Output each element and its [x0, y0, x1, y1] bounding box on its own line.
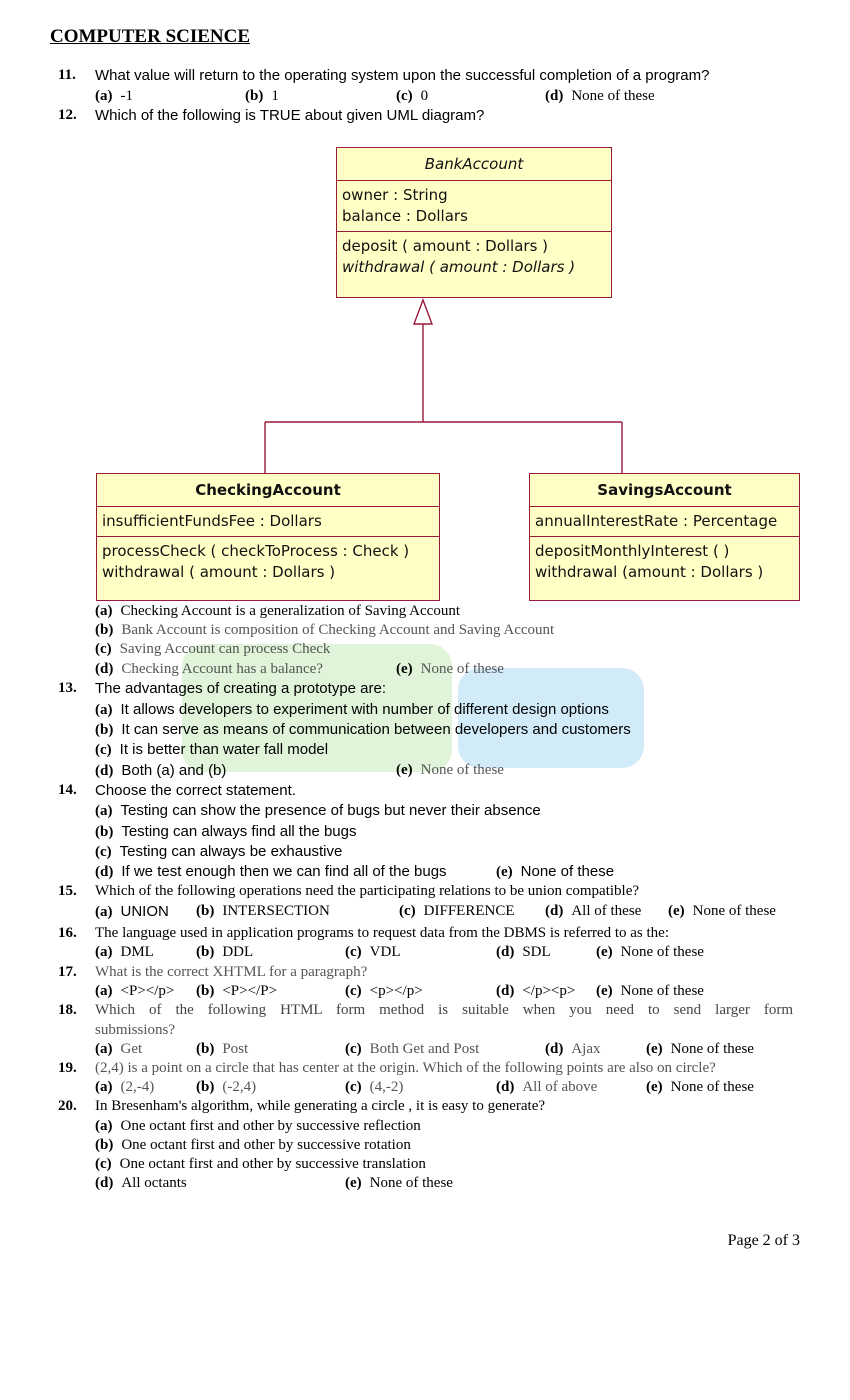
q13-option-a[interactable]: (a)It allows developers to experiment wi… — [95, 701, 609, 718]
savingsaccount-method-withdrawal: withdrawal (amount : Dollars ) — [535, 563, 764, 581]
q13-option-e[interactable]: (e)None of these — [396, 762, 504, 778]
q16-option-d[interactable]: (d)SDL — [496, 944, 551, 960]
q15-number: 15. — [58, 883, 77, 899]
bankaccount-method-deposit: deposit ( amount : Dollars ) — [342, 237, 549, 255]
uml-class-savingsaccount: SavingsAccount annualInterestRate : Perc… — [529, 473, 800, 601]
q19-option-d[interactable]: (d)All of above — [496, 1079, 598, 1095]
savingsaccount-attributes: annualInterestRate : Percentage — [530, 506, 799, 536]
checkingaccount-attr-fee: insufficientFundsFee : Dollars — [102, 512, 322, 530]
q14-option-b[interactable]: (b)Testing can always find all the bugs — [95, 823, 357, 840]
q20-option-d[interactable]: (d)All octants — [95, 1175, 187, 1191]
bankaccount-attr-balance: balance : Dollars — [342, 207, 468, 225]
q12-option-e[interactable]: (e)None of these — [396, 661, 504, 677]
q19-option-e[interactable]: (e)None of these — [646, 1079, 754, 1095]
q13-number: 13. — [58, 680, 77, 696]
q11-option-b[interactable]: (b)1 — [245, 88, 279, 104]
q14-option-c[interactable]: (c)Testing can always be exhaustive — [95, 843, 343, 860]
q12-option-d[interactable]: (d)Checking Account has a balance? — [95, 661, 323, 677]
q11-option-a[interactable]: (a)-1 — [95, 88, 133, 104]
q13-option-d[interactable]: (d)Both (a) and (b) — [95, 762, 227, 779]
q13-option-b[interactable]: (b)It can serve as means of communicatio… — [95, 721, 631, 738]
q18-number: 18. — [58, 1002, 77, 1018]
q20-option-e[interactable]: (e)None of these — [345, 1175, 453, 1191]
q11-option-c[interactable]: (c)0 — [396, 88, 429, 104]
q11-text: What value will return to the operating … — [95, 67, 710, 84]
bankaccount-method-withdrawal: withdrawal ( amount : Dollars ) — [342, 258, 576, 276]
savingsaccount-methods: depositMonthlyInterest ( ) withdrawal (a… — [530, 536, 799, 587]
q13-text: The advantages of creating a prototype a… — [95, 680, 387, 697]
q17-option-b[interactable]: (b)<P></P> — [196, 983, 278, 999]
q12-option-c[interactable]: (c)Saving Account can process Check — [95, 641, 331, 657]
q17-option-a[interactable]: (a)<P></p> — [95, 983, 175, 999]
q11-number: 11. — [58, 67, 76, 83]
q13-option-c[interactable]: (c)It is better than water fall model — [95, 741, 329, 758]
watermark-blue-block — [458, 668, 644, 768]
inheritance-arrowhead — [412, 298, 434, 325]
q12-text: Which of the following is TRUE about giv… — [95, 107, 485, 124]
q16-option-b[interactable]: (b)DDL — [196, 944, 254, 960]
q20-option-c[interactable]: (c)One octant first and other by success… — [95, 1156, 426, 1172]
q16-option-e[interactable]: (e)None of these — [596, 944, 704, 960]
q17-number: 17. — [58, 964, 77, 980]
q11-option-d[interactable]: (d)None of these — [545, 88, 655, 104]
checkingaccount-method-withdrawal: withdrawal ( amount : Dollars ) — [102, 563, 336, 581]
q16-option-c[interactable]: (c)VDL — [345, 944, 401, 960]
uml-class-checkingaccount: CheckingAccount insufficientFundsFee : D… — [96, 473, 440, 601]
q15-option-e[interactable]: (e)None of these — [668, 903, 776, 919]
q12-option-a[interactable]: (a)Checking Account is a generalization … — [95, 603, 460, 619]
q16-number: 16. — [58, 925, 77, 941]
q18-option-c[interactable]: (c)Both Get and Post — [345, 1041, 480, 1057]
q20-option-b[interactable]: (b)One octant first and other by success… — [95, 1137, 411, 1153]
q20-option-a[interactable]: (a)One octant first and other by success… — [95, 1118, 421, 1134]
q16-text: The language used in application program… — [95, 925, 669, 941]
savingsaccount-title: SavingsAccount — [597, 481, 732, 499]
q12-option-b[interactable]: (b)Bank Account is composition of Checki… — [95, 622, 555, 638]
checkingaccount-attributes: insufficientFundsFee : Dollars — [97, 506, 439, 536]
q14-option-e[interactable]: (e)None of these — [496, 863, 615, 880]
q18-option-a[interactable]: (a)Get — [95, 1041, 143, 1057]
checkingaccount-methods: processCheck ( checkToProcess : Check ) … — [97, 536, 439, 587]
q15-option-c[interactable]: (c)DIFFERENCE — [399, 903, 515, 919]
q18-text-line1: Which of the following HTML form method … — [95, 1002, 793, 1018]
q20-text: In Bresenham's algorithm, while generati… — [95, 1098, 546, 1114]
q18-option-e[interactable]: (e)None of these — [646, 1041, 754, 1057]
checkingaccount-method-processcheck: processCheck ( checkToProcess : Check ) — [102, 542, 410, 560]
q16-option-a[interactable]: (a)DML — [95, 944, 154, 960]
q17-option-d[interactable]: (d)</p><p> — [496, 983, 576, 999]
q14-option-a[interactable]: (a)Testing can show the presence of bugs… — [95, 802, 541, 819]
bankaccount-attributes: owner : String balance : Dollars — [337, 180, 611, 231]
savingsaccount-method-deposit: depositMonthlyInterest ( ) — [535, 542, 730, 560]
uml-class-bankaccount: BankAccount owner : String balance : Dol… — [336, 147, 612, 298]
q18-option-b[interactable]: (b)Post — [196, 1041, 249, 1057]
q15-text: Which of the following operations need t… — [95, 883, 640, 899]
q12-number: 12. — [58, 107, 77, 123]
q19-option-b[interactable]: (b)(-2,4) — [196, 1079, 257, 1095]
q19-option-c[interactable]: (c)(4,-2) — [345, 1079, 404, 1095]
q17-text: What is the correct XHTML for a paragrap… — [95, 964, 368, 980]
q17-option-e[interactable]: (e)None of these — [596, 983, 704, 999]
q19-text: (2,4) is a point on a circle that has ce… — [95, 1060, 716, 1076]
q18-text-line2: submissions? — [95, 1022, 176, 1038]
page-number: Page 2 of 3 — [727, 1232, 800, 1249]
checkingaccount-title: CheckingAccount — [195, 481, 341, 499]
q17-option-c[interactable]: (c)<p></p> — [345, 983, 423, 999]
q14-text: Choose the correct statement. — [95, 782, 296, 799]
q14-option-d[interactable]: (d)If we test enough then we can find al… — [95, 863, 447, 880]
bankaccount-attr-owner: owner : String — [342, 186, 448, 204]
q19-number: 19. — [58, 1060, 77, 1076]
bankaccount-methods: deposit ( amount : Dollars ) withdrawal … — [337, 231, 611, 282]
q19-option-a[interactable]: (a)(2,-4) — [95, 1079, 155, 1095]
page-heading: COMPUTER SCIENCE — [50, 26, 251, 47]
q18-option-d[interactable]: (d)Ajax — [545, 1041, 601, 1057]
q15-option-d[interactable]: (d)All of these — [545, 903, 642, 919]
bankaccount-title: BankAccount — [424, 155, 524, 173]
q15-option-b[interactable]: (b)INTERSECTION — [196, 903, 330, 919]
watermark-green-block — [182, 644, 452, 772]
savingsaccount-attr-rate: annualInterestRate : Percentage — [535, 512, 778, 530]
q15-option-a[interactable]: (a)UNION — [95, 903, 169, 920]
q20-number: 20. — [58, 1098, 77, 1114]
uml-connectors — [264, 298, 623, 474]
q14-number: 14. — [58, 782, 77, 798]
